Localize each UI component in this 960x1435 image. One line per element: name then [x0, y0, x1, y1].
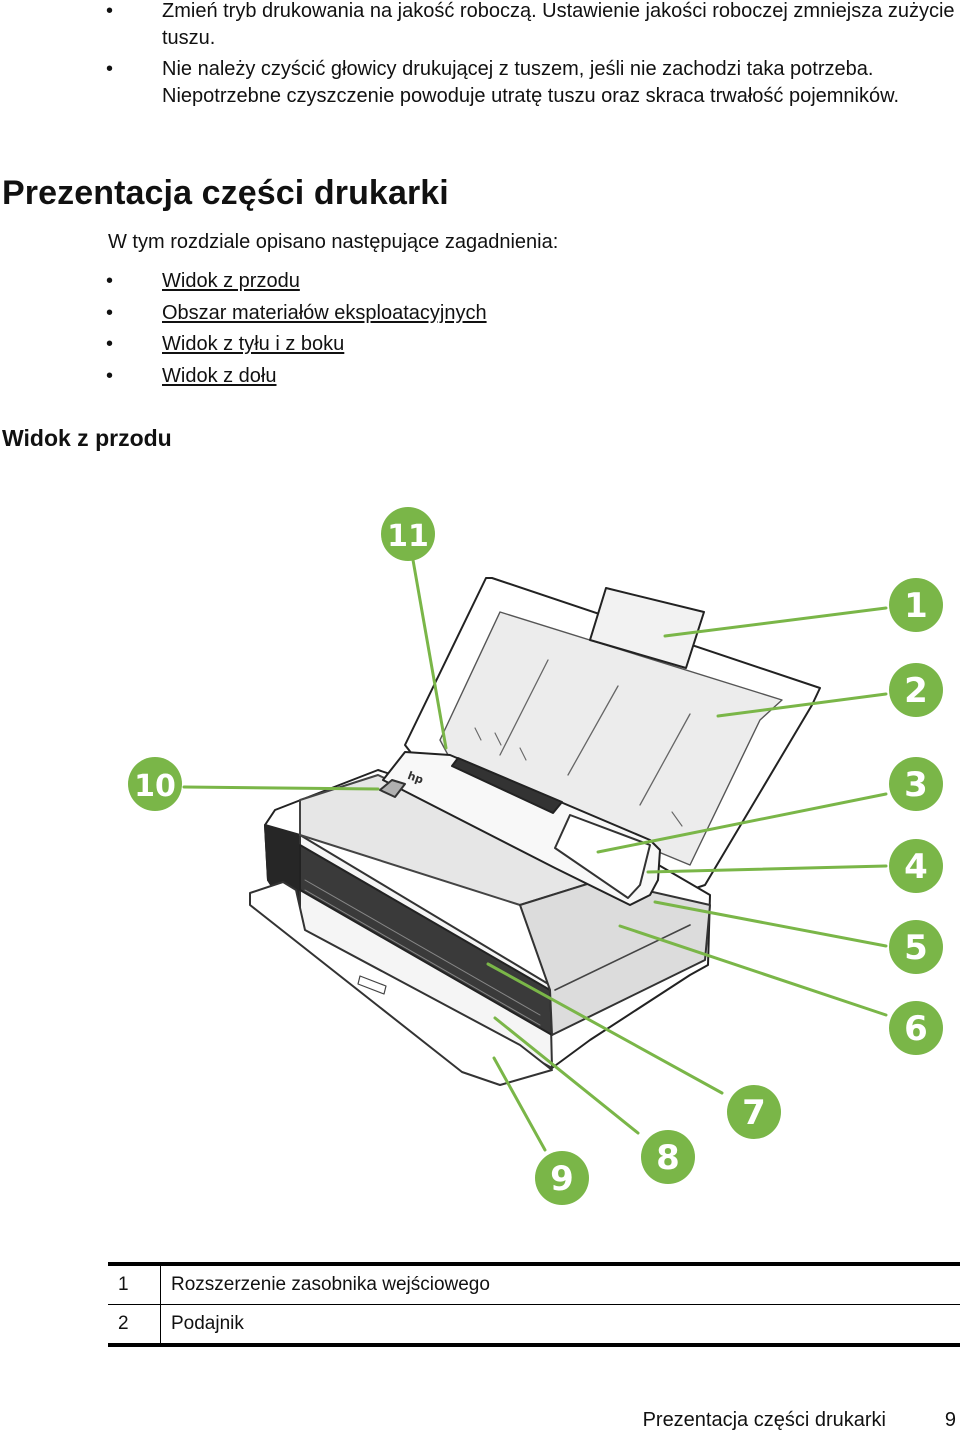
- section-title: Prezentacja części drukarki: [2, 174, 449, 212]
- topic-link-supplies-area[interactable]: Obszar materiałów eksploatacyjnych: [162, 301, 487, 324]
- subsection-title: Widok z przodu: [2, 425, 172, 451]
- list-item: •Zmień tryb drukowania na jakość roboczą…: [106, 0, 955, 49]
- callout-markers: [128, 507, 943, 1205]
- parts-legend-table: 1 Rozszerzenie zasobnika wejściowego 2 P…: [108, 1262, 960, 1347]
- callout-label: 5: [904, 928, 928, 968]
- tray-extension: [589, 587, 705, 669]
- topic-link-front-view[interactable]: Widok z przodu: [162, 270, 300, 292]
- callout-label: 4: [904, 847, 928, 887]
- intro-text: W tym rozdziale opisano następujące zaga…: [108, 231, 559, 253]
- printer-front-view-figure: hp 1 2 3 4 5 6 7 8 9 10 11: [128, 507, 943, 1205]
- list-item: •Widok z przodu: [106, 270, 300, 292]
- list-item: •Nie należy czyścić głowicy drukującej z…: [106, 58, 900, 107]
- bullet-text: Zmień tryb drukowania na jakość roboczą.…: [162, 0, 955, 49]
- display-screen: [554, 814, 651, 899]
- topic-list: •Widok z przodu •Obszar materiałów ekspl…: [0, 268, 960, 394]
- output-tray: [249, 881, 553, 1086]
- legend-number: 1: [108, 1262, 161, 1305]
- callout-label: 10: [134, 769, 176, 804]
- top-bullet-list: •Zmień tryb drukowania na jakość roboczą…: [0, 0, 960, 114]
- table-row: 2 Podajnik: [108, 1304, 960, 1347]
- callout-label: 6: [904, 1009, 928, 1049]
- bullet-text: Nie należy czyścić głowicy drukującej z …: [162, 58, 900, 107]
- topic-link-bottom-view[interactable]: Widok z dołu: [162, 364, 277, 387]
- callout-label: 11: [387, 519, 429, 554]
- callout-label: 3: [904, 765, 928, 805]
- footer-title: Prezentacja części drukarki: [642, 1409, 886, 1431]
- callout-label: 2: [904, 671, 928, 711]
- callout-label: 7: [742, 1093, 766, 1133]
- list-item: •Widok z dołu: [106, 364, 277, 387]
- legend-label: Podajnik: [160, 1304, 960, 1347]
- hp-logo: hp: [406, 769, 425, 787]
- legend-label: Rozszerzenie zasobnika wejściowego: [160, 1262, 960, 1305]
- callout-lines: [182, 558, 888, 1152]
- list-item: •Obszar materiałów eksploatacyjnych: [106, 301, 487, 324]
- callout-label: 9: [550, 1159, 574, 1199]
- legend-number: 2: [108, 1304, 161, 1347]
- topic-link-rear-side-view[interactable]: Widok z tyłu i z boku: [162, 333, 345, 356]
- list-item: •Widok z tyłu i z boku: [106, 333, 345, 356]
- page-number: 9: [944, 1409, 956, 1431]
- callout-label: 1: [904, 586, 928, 626]
- table-row: 1 Rozszerzenie zasobnika wejściowego: [108, 1262, 960, 1305]
- callout-label: 8: [656, 1138, 680, 1178]
